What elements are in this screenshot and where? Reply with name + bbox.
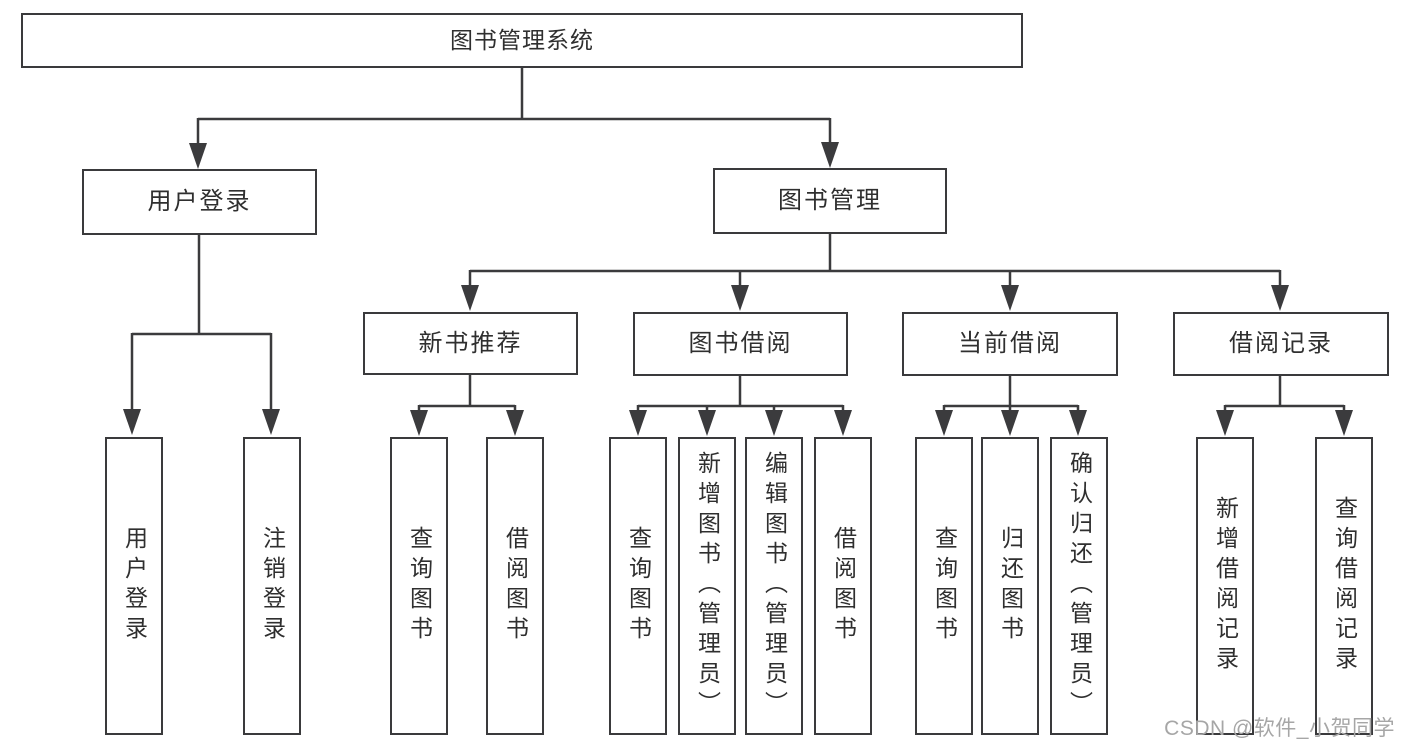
node-confirm-return-admin: 确认归还（管理员） — [1050, 437, 1108, 735]
node-label: 用户登录 — [147, 188, 252, 215]
node-query-borrow-record: 查询借阅记录 — [1315, 437, 1373, 735]
node-borrowing-records: 借阅记录 — [1173, 312, 1389, 376]
node-label: 新书推荐 — [418, 329, 523, 357]
node-label: 借阅记录 — [1229, 330, 1333, 357]
arrowheads — [123, 142, 1353, 436]
node-borrow-books-leaf: 借阅图书 — [814, 437, 872, 735]
node-book-management: 图书管理 — [713, 168, 947, 234]
node-label: 查询图书 — [406, 526, 433, 646]
node-label: 注销登录 — [259, 526, 286, 646]
node-query-books-current: 查询图书 — [915, 437, 973, 735]
node-logout-leaf: 注销登录 — [243, 437, 301, 735]
node-label: 当前借阅 — [958, 330, 1062, 357]
node-label: 确认归还（管理员） — [1066, 451, 1093, 721]
node-label: 新增图书（管理员） — [694, 451, 721, 721]
node-label: 查询借阅记录 — [1331, 496, 1358, 676]
node-query-books-recommend: 查询图书 — [390, 437, 448, 735]
node-root: 图书管理系统 — [21, 13, 1023, 68]
node-borrow-books-recommend: 借阅图书 — [486, 437, 544, 735]
csdn-watermark: CSDN @软件_小贺同学 — [1164, 717, 1395, 740]
node-return-books: 归还图书 — [981, 437, 1039, 735]
node-book-borrowing: 图书借阅 — [633, 312, 848, 376]
node-label: 图书管理系统 — [450, 27, 594, 53]
node-current-borrowing: 当前借阅 — [902, 312, 1118, 376]
node-label: 编辑图书（管理员） — [761, 451, 788, 721]
node-user-login: 用户登录 — [82, 169, 317, 235]
node-add-books-admin: 新增图书（管理员） — [678, 437, 736, 735]
node-edit-books-admin: 编辑图书（管理员） — [745, 437, 803, 735]
node-label: 图书借阅 — [688, 330, 793, 357]
node-user-login-leaf: 用户登录 — [105, 437, 163, 735]
node-label: 借阅图书 — [502, 526, 529, 646]
node-label: 用户登录 — [121, 526, 148, 646]
node-new-book-recommend: 新书推荐 — [363, 312, 578, 375]
node-label: 新增借阅记录 — [1212, 496, 1239, 676]
node-label: 查询图书 — [931, 526, 958, 646]
node-add-borrow-record: 新增借阅记录 — [1196, 437, 1254, 735]
node-label: 归还图书 — [997, 526, 1024, 646]
node-label: 借阅图书 — [830, 526, 857, 646]
node-label: 图书管理 — [778, 187, 882, 214]
node-query-books-borrowing: 查询图书 — [609, 437, 667, 735]
node-label: 查询图书 — [625, 526, 652, 646]
